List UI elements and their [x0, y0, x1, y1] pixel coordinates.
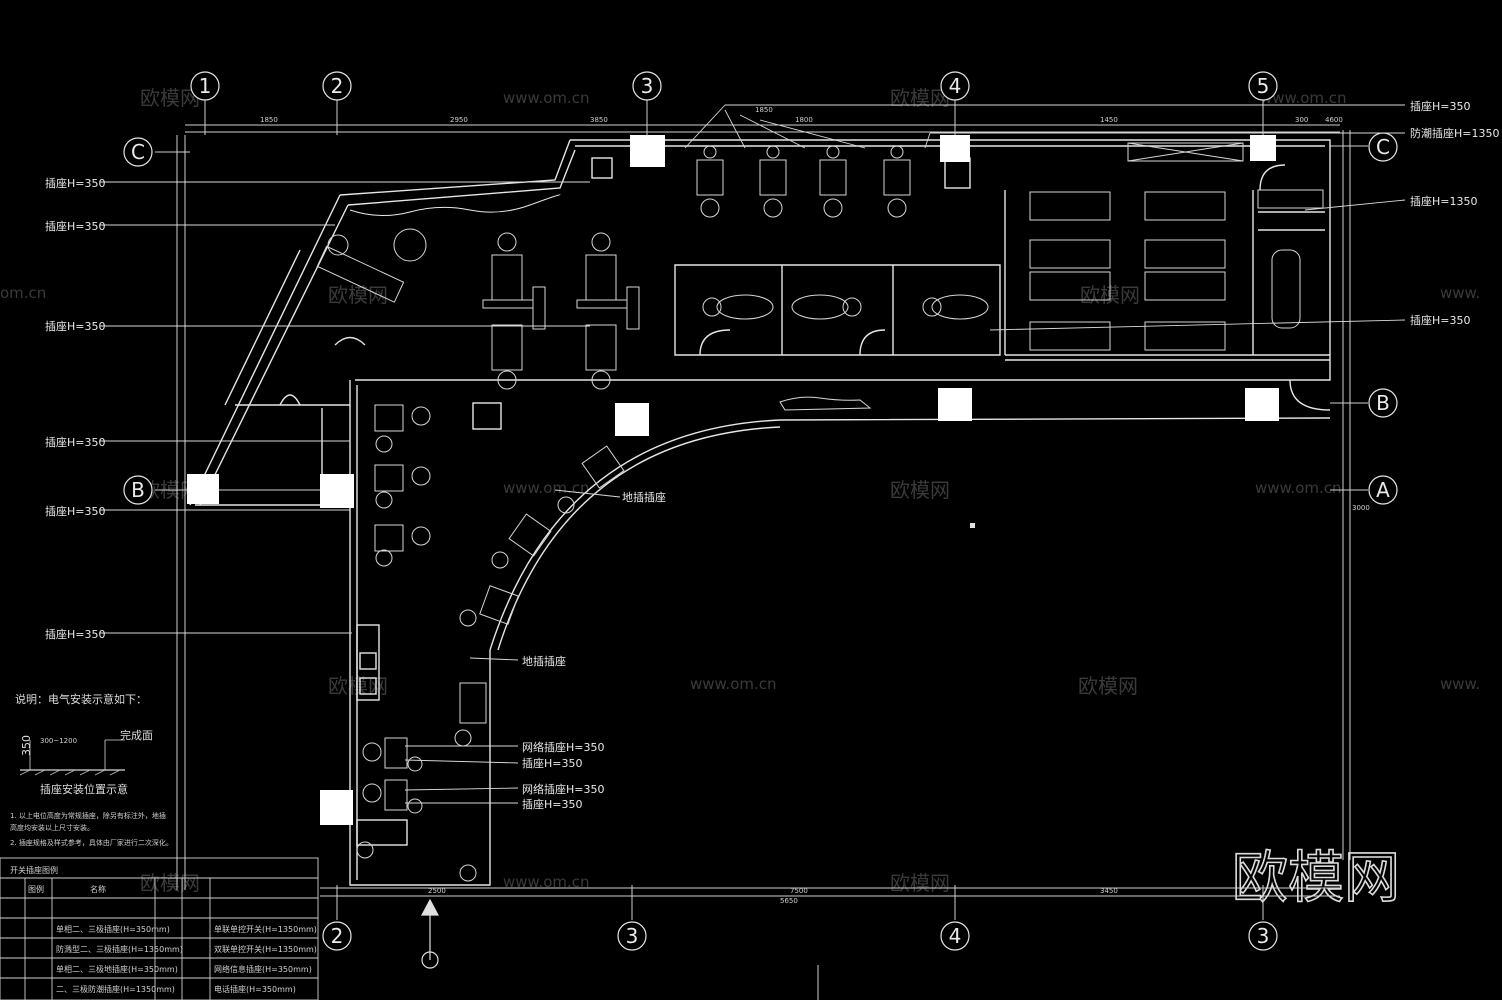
dim-top-5: 1800	[795, 116, 813, 124]
callout-left-6: 插座H=350	[45, 627, 105, 641]
axis-right-c: C	[1376, 135, 1390, 159]
callout-right-3: 插座H=1350	[1410, 194, 1477, 208]
entrance-arrow-icon	[421, 898, 439, 969]
dim-bottom-3: 7500	[790, 887, 808, 895]
watermark-url: www.om.cn	[503, 873, 590, 891]
axis-left-c: C	[131, 140, 145, 164]
callout-left-2: 插座H=350	[45, 219, 105, 233]
axis-grid	[155, 100, 1368, 920]
watermarks: 欧模网 www.om.cn 欧模网 www.om.cn om.cn 欧模网 欧模…	[0, 86, 1480, 895]
notes-caption: 插座安装位置示意	[40, 782, 128, 796]
callout-network-1: 网络插座H=350	[522, 740, 604, 754]
notes-line2: 2. 插座规格及样式参考，具体由厂家进行二次深化。	[10, 838, 173, 847]
notes-finish-label: 完成面	[120, 728, 153, 742]
legend-row-1-name: 单相二、三极插座(H=350mm)	[56, 924, 170, 934]
legend-table	[0, 857, 319, 1000]
notes-line1b: 高度均安装以上尺寸安装。	[10, 823, 94, 832]
watermark-url: www.om.cn	[690, 675, 777, 693]
axis-bubbles	[123, 71, 1398, 951]
callout-right-2: 防潮插座H=1350	[1410, 126, 1499, 140]
notes-heading: 说明：电气安装示意如下：	[15, 692, 147, 706]
callout-left-3: 插座H=350	[45, 319, 105, 333]
dim-top-3: 3850	[590, 116, 608, 124]
dim-top-4: 1850	[755, 106, 773, 114]
dim-top-8: 4600	[1325, 116, 1343, 124]
legend-title: 开关插座图例	[10, 865, 58, 875]
axis-top-3: 3	[641, 74, 654, 98]
axis-left-b: B	[131, 478, 145, 502]
dim-bottom-4: 3450	[1100, 887, 1118, 895]
dim-top-7: 300	[1295, 116, 1308, 124]
dim-top-2: 2950	[450, 116, 468, 124]
legend-row-2-name: 防溅型二、三极插座(H=1350mm)	[56, 944, 183, 954]
walls	[189, 139, 1331, 886]
watermark-url: www.om.cn	[1255, 479, 1342, 497]
columns	[187, 135, 1279, 825]
axis-top-1: 1	[199, 74, 212, 98]
dim-right: 3000	[1352, 504, 1370, 512]
axis-labels: 1 2 3 4 5 2 3 4 3 C B C B A	[131, 74, 1390, 948]
brand-logo: 欧模网	[1232, 846, 1400, 911]
watermark-url: om.cn	[0, 284, 46, 302]
axis-bottom-3b: 3	[1257, 924, 1270, 948]
watermark-cn: 欧模网	[890, 871, 950, 895]
leader-lines	[100, 104, 1406, 804]
notes-line1: 1. 以上电位高度为常规插座，除另有标注外，地插	[10, 811, 166, 820]
callout-network-2: 网络插座H=350	[522, 782, 604, 796]
legend-row-2-name2: 双联单控开关(H=1350mm)	[214, 944, 317, 954]
callout-right-1: 插座H=350	[1410, 99, 1470, 113]
watermark-url: www.om.cn	[503, 479, 590, 497]
legend-row-3-name2: 网络信息插座(H=350mm)	[214, 964, 312, 974]
watermark-cn: 欧模网	[328, 674, 388, 698]
dim-bottom-2: 2500	[428, 887, 446, 895]
marker-dot	[970, 523, 975, 528]
legend-col-symbol: 图例	[28, 884, 44, 894]
legend-row-4-name: 二、三极防潮插座(H=1350mm)	[56, 984, 175, 994]
callout-floor-2: 地插插座	[522, 654, 566, 668]
dimension-texts: 1850 2950 3850 1850 1800 1450 300 4600 5…	[260, 106, 1370, 905]
axis-right-a: A	[1376, 478, 1390, 502]
legend-row-4-name2: 电话插座(H=350mm)	[214, 984, 296, 994]
watermark-cn: 欧模网	[890, 86, 950, 110]
watermark-cn: 欧模网	[140, 86, 200, 110]
legend-row-1-name2: 单联单控开关(H=1350mm)	[214, 924, 317, 934]
callout-left-5: 插座H=350	[45, 504, 105, 518]
callout-left-1: 插座H=350	[45, 176, 105, 190]
axis-top-2: 2	[331, 74, 344, 98]
notes-small-dim: 300~1200	[40, 737, 77, 745]
callout-socket-1: 插座H=350	[522, 756, 582, 770]
callout-labels: 插座H=350 插座H=350 插座H=350 插座H=350 插座H=350 …	[45, 99, 1499, 811]
watermark-url: www.	[1440, 675, 1480, 693]
legend-row-3-name: 单相二、三极地插座(H=350mm)	[56, 964, 178, 974]
watermark-url: www.om.cn	[503, 89, 590, 107]
dim-top-6: 1450	[1100, 116, 1118, 124]
watermark-url: www.om.cn	[1260, 89, 1347, 107]
callout-floor-1: 地插插座	[622, 490, 666, 504]
axis-right-b: B	[1376, 391, 1390, 415]
dim-bottom-1: 5650	[780, 897, 798, 905]
callout-socket-2: 插座H=350	[522, 797, 582, 811]
axis-bottom-2: 2	[331, 924, 344, 948]
watermark-cn: 欧模网	[1078, 674, 1138, 698]
furniture	[316, 142, 1324, 882]
dim-top-1: 1850	[260, 116, 278, 124]
axis-top-4: 4	[949, 74, 962, 98]
axis-bottom-4: 4	[949, 924, 962, 948]
legend-col-name: 名称	[90, 884, 106, 894]
watermark-cn: 欧模网	[890, 478, 950, 502]
axis-top-5: 5	[1257, 74, 1270, 98]
watermark-url: www.	[1440, 284, 1480, 302]
axis-bottom-3: 3	[626, 924, 639, 948]
legend-texts: 开关插座图例 图例 名称 单相二、三极插座(H=350mm) 单联单控开关(H=…	[10, 865, 317, 994]
watermark-cn: 欧模网	[140, 871, 200, 895]
installation-notes: 说明：电气安装示意如下： 300~1200 完成面 350 插座安装位置示意 1…	[10, 692, 173, 847]
callout-left-4: 插座H=350	[45, 435, 105, 449]
notes-height: 350	[20, 735, 33, 756]
callout-right-4: 插座H=350	[1410, 313, 1470, 327]
